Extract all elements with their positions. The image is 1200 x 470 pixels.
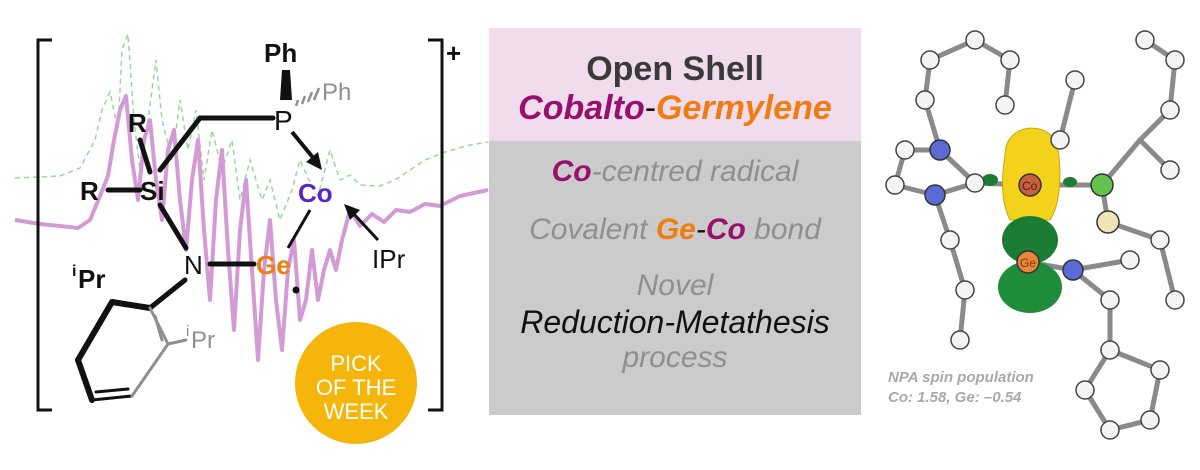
features-panel: Co-centred radical Covalent Ge-Co bond N… bbox=[489, 141, 861, 415]
ipr-co-dative-arrow bbox=[344, 204, 380, 242]
epr-spectrum-experimental bbox=[14, 94, 489, 362]
badge-line-2: OF THE bbox=[315, 375, 397, 400]
feature2-separator: - bbox=[695, 213, 706, 246]
label-ipr-ligand: IPr bbox=[372, 244, 406, 274]
molecular-structure: Co Ge bbox=[885, 30, 1185, 440]
spin-density-green-small bbox=[982, 174, 998, 186]
label-si: Si bbox=[140, 176, 165, 206]
cobalt-atom bbox=[1018, 173, 1042, 197]
bracket-left bbox=[36, 38, 52, 412]
badge-line-1: PICK bbox=[330, 351, 382, 376]
label-ipr-left-prefix: i bbox=[72, 263, 76, 280]
feature-covalent-bond: Covalent Ge-Co bond bbox=[489, 213, 861, 247]
label-ipr-left: Pr bbox=[78, 264, 105, 294]
carbon-atoms bbox=[885, 30, 1185, 440]
label-ipr-right-prefix: i bbox=[186, 323, 189, 340]
silicon-atom bbox=[1096, 210, 1120, 234]
label-r-left: R bbox=[80, 176, 99, 206]
cobalt-atom-label: Co bbox=[1022, 179, 1038, 193]
badge-line-3: WEEK bbox=[323, 399, 389, 424]
panel-subtitle: Cobalto-Germylene bbox=[489, 88, 861, 128]
npa-spin-population-note: NPA spin population Co: 1.58, Ge: –0.54 bbox=[888, 368, 1034, 408]
epr-spectrum-simulated bbox=[14, 33, 489, 223]
bracket-right bbox=[428, 38, 444, 412]
subtitle-cobalto: Cobalto bbox=[518, 89, 645, 127]
label-n: N bbox=[184, 250, 203, 280]
subtitle-separator: - bbox=[644, 89, 657, 127]
structure-labels: Ph Ph P R R Si Co N Ge IPr i Pr i Pr bbox=[72, 38, 406, 354]
structure-bonds bbox=[105, 115, 276, 311]
feature-novel: Novel bbox=[636, 269, 714, 302]
title-panel: Open Shell Cobalto-Germylene bbox=[489, 28, 861, 141]
p-ph-hashed-bond bbox=[294, 87, 321, 107]
feature2-co: Co bbox=[705, 213, 746, 246]
charge-label: + bbox=[446, 38, 461, 68]
feature1-text: -centred radical bbox=[591, 155, 799, 188]
nitrogen-atom-3 bbox=[1062, 259, 1084, 281]
feature-co-centred-radical: Co-centred radical bbox=[489, 155, 861, 189]
pick-of-the-week-badge: PICK OF THE WEEK bbox=[291, 318, 421, 448]
p-ph-wedge bbox=[280, 70, 292, 100]
feature2-suffix: bond bbox=[745, 213, 821, 246]
ge-radical-dot bbox=[292, 286, 300, 294]
npa-note-line-2: Co: 1.58, Ge: –0.54 bbox=[888, 389, 1022, 406]
feature-process: process bbox=[622, 341, 728, 374]
label-p: P bbox=[274, 105, 293, 136]
feature2-ge: Ge bbox=[655, 213, 696, 246]
label-ph-gray: Ph bbox=[322, 79, 351, 106]
nitrogen-atom-2 bbox=[924, 184, 946, 206]
aryl-ring bbox=[75, 299, 188, 403]
label-r-top: R bbox=[128, 108, 147, 138]
panel-title: Open Shell bbox=[586, 50, 764, 88]
nitrogen-atom-1 bbox=[929, 139, 951, 161]
p-co-dative-arrow bbox=[290, 130, 322, 170]
npa-note-line-1: NPA spin population bbox=[888, 369, 1034, 386]
spin-density-green-lower bbox=[998, 261, 1062, 313]
spin-density-green-small-right bbox=[1063, 177, 1077, 187]
spin-density-green-upper bbox=[1002, 216, 1058, 264]
label-ph-bold: Ph bbox=[264, 38, 297, 68]
germanium-atom bbox=[1016, 250, 1040, 274]
feature1-co: Co bbox=[551, 155, 592, 188]
feature-reduction-metathesis: Reduction-Metathesis bbox=[520, 304, 830, 340]
label-co: Co bbox=[298, 178, 333, 208]
germanium-atom-label: Ge bbox=[1020, 256, 1036, 270]
phosphorus-atom bbox=[1090, 173, 1114, 197]
label-ge: Ge bbox=[256, 250, 291, 280]
label-ipr-right: Pr bbox=[191, 327, 215, 354]
subtitle-germylene: Germylene bbox=[656, 89, 832, 127]
feature2-prefix: Covalent bbox=[529, 213, 656, 246]
co-ge-bond bbox=[286, 209, 312, 249]
